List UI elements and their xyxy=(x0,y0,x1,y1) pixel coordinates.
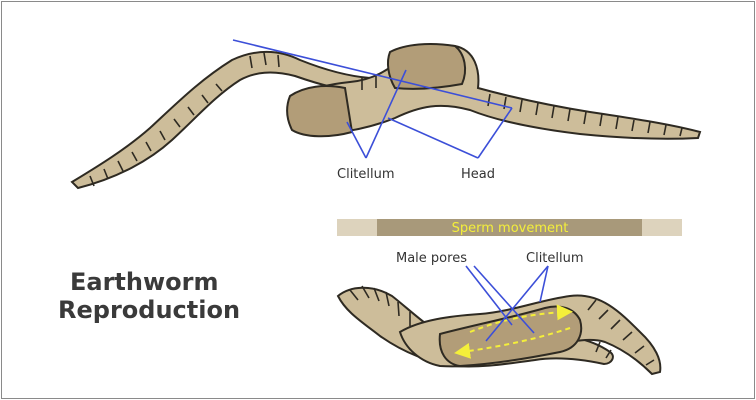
top-clitellum-left xyxy=(286,85,354,138)
bottom-segment-marks xyxy=(349,285,655,366)
label-clitellum-bottom: Clitellum xyxy=(526,251,584,266)
band-label: Sperm movement xyxy=(452,221,569,236)
top-segment-marks xyxy=(89,52,683,187)
sperm-arrows xyxy=(454,304,573,359)
label-male-pores: Male pores xyxy=(396,251,467,266)
sperm-movement-band: Sperm movement xyxy=(337,219,682,236)
title-line-1: Earthworm xyxy=(70,268,219,296)
top-worm-pair xyxy=(70,43,702,190)
sperm-arrow-right xyxy=(469,304,573,333)
title-line-2: Reproduction xyxy=(58,296,240,324)
band-center xyxy=(377,219,642,236)
label-head: Head xyxy=(461,167,495,182)
bottom-pointer-lines xyxy=(465,265,549,342)
label-clitellum-top: Clitellum xyxy=(337,167,395,182)
sperm-arrow-left xyxy=(454,327,571,359)
top-clitellum-right xyxy=(386,43,467,90)
bottom-worm-pair xyxy=(336,285,662,376)
top-pointer-lines xyxy=(232,39,513,159)
